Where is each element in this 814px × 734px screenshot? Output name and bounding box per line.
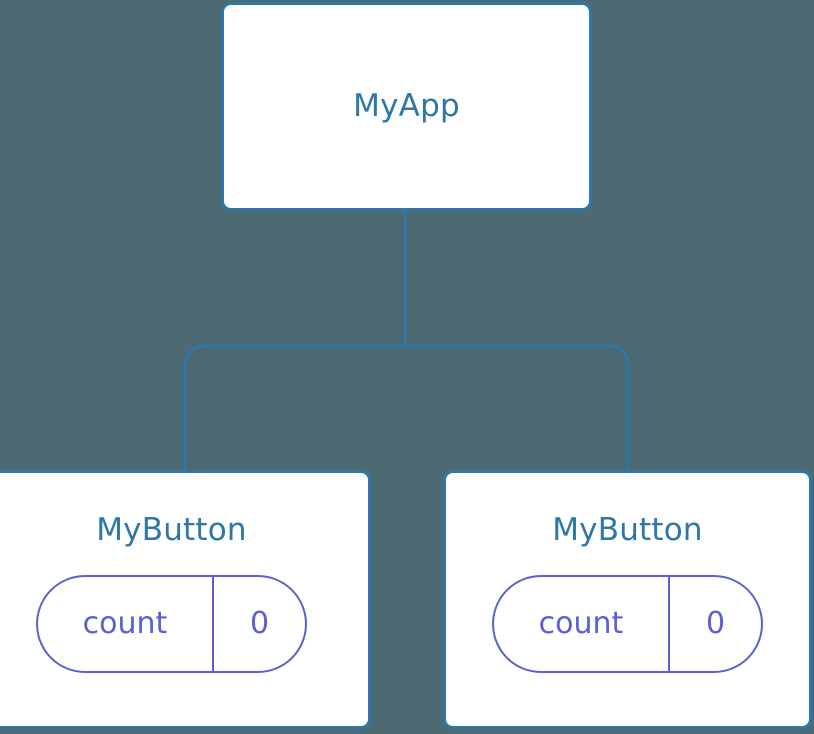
node-myapp-title: MyApp: [353, 88, 460, 124]
state-pill-left-value: 0: [212, 577, 305, 671]
node-mybutton-right[interactable]: MyButton count 0: [443, 470, 812, 729]
node-myapp[interactable]: MyApp: [221, 2, 592, 211]
node-mybutton-right-title: MyButton: [552, 512, 703, 548]
node-mybutton-left[interactable]: MyButton count 0: [0, 470, 371, 729]
state-pill-left-key: count: [82, 606, 168, 641]
state-pill-right[interactable]: count 0: [492, 575, 763, 673]
edge-root-to-left-child: [183, 344, 405, 472]
edge-root-to-right-child: [405, 344, 630, 472]
state-pill-right-key: count: [538, 606, 624, 641]
node-mybutton-left-title: MyButton: [96, 512, 247, 548]
state-pill-right-value: 0: [668, 577, 761, 671]
state-pill-left[interactable]: count 0: [36, 575, 307, 673]
